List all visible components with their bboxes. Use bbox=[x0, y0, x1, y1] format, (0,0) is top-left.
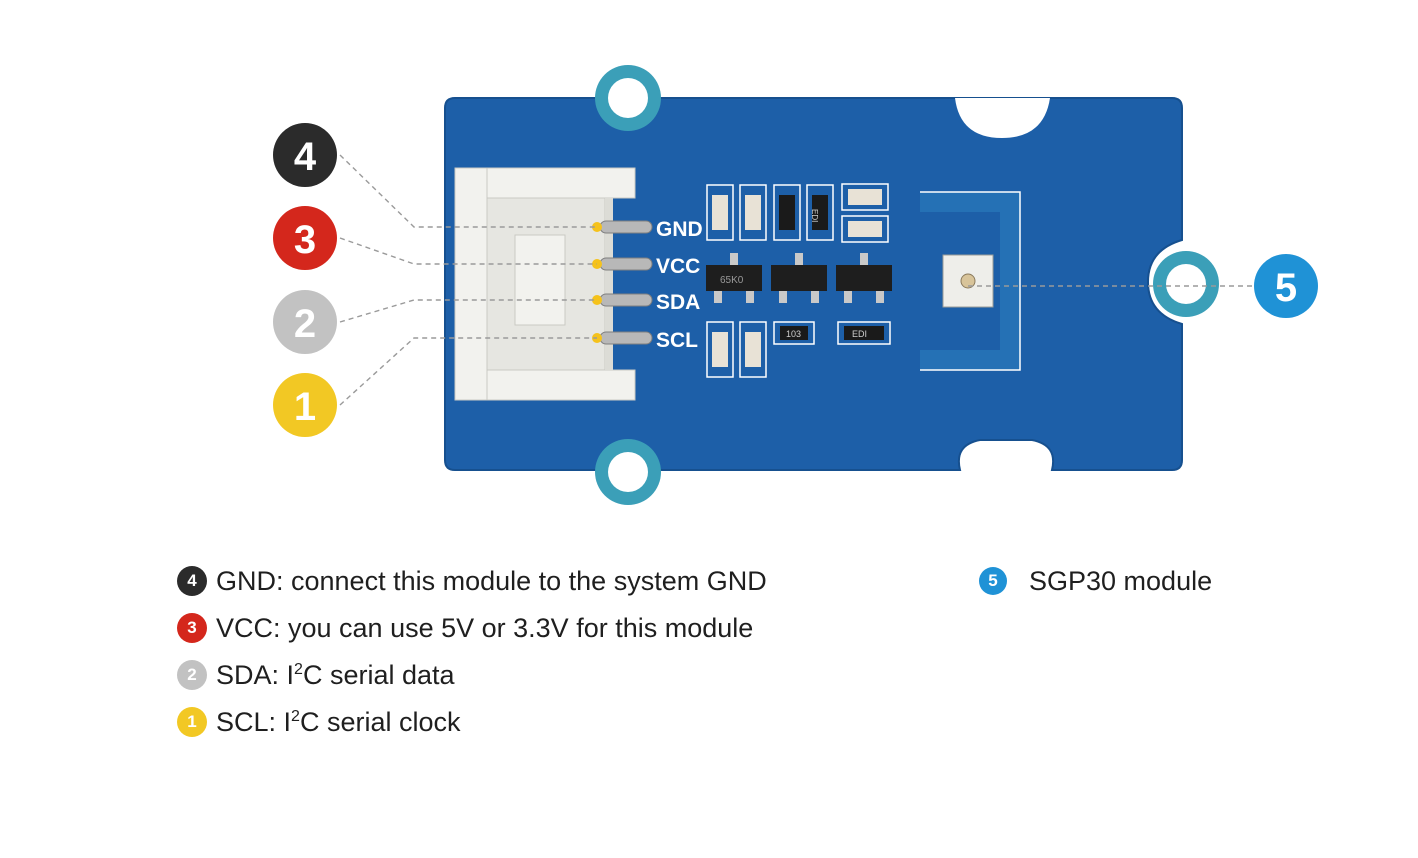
legend-badge-4: 4 bbox=[177, 566, 207, 596]
mounting-hole-top bbox=[595, 65, 661, 131]
sensor-board-diagram: GND VCC SDA SCL 65K0 bbox=[273, 65, 1318, 505]
resistor-marking-edi: EDI bbox=[852, 329, 867, 339]
mounting-hole-right bbox=[1153, 251, 1219, 317]
resistor-marking-edi-2: EDI bbox=[810, 209, 819, 222]
smd-components bbox=[706, 183, 891, 378]
svg-text:1: 1 bbox=[294, 385, 316, 429]
svg-text:2: 2 bbox=[294, 302, 316, 346]
pin-label-gnd: GND bbox=[656, 218, 703, 241]
callout-badge-4: 4 bbox=[273, 123, 337, 187]
legend-text-gnd: GND: connect this module to the system G… bbox=[216, 565, 767, 596]
sot-components bbox=[706, 253, 892, 303]
mounting-hole-bottom bbox=[595, 439, 661, 505]
legend-badge-3: 3 bbox=[177, 613, 207, 643]
legend-item-scl: 1 SCL: I2C serial clock bbox=[177, 705, 460, 739]
pin-label-vcc: VCC bbox=[656, 255, 700, 278]
pin-label-scl: SCL bbox=[656, 329, 698, 352]
svg-text:4: 4 bbox=[294, 135, 317, 179]
pin-label-sda: SDA bbox=[656, 291, 700, 314]
legend-badge-1: 1 bbox=[177, 707, 207, 737]
callout-badge-2: 2 bbox=[273, 290, 337, 354]
regulator-marking: 65K0 bbox=[720, 275, 744, 286]
svg-text:5: 5 bbox=[1275, 266, 1297, 310]
callout-badge-5: 5 bbox=[1254, 254, 1318, 318]
legend-badge-5: 5 bbox=[979, 567, 1007, 595]
leader-lines bbox=[339, 154, 1254, 406]
callout-badge-3: 3 bbox=[273, 206, 337, 270]
legend-badge-2: 2 bbox=[177, 660, 207, 690]
legend-text-sgp30: SGP30 module bbox=[1029, 565, 1213, 596]
legend-item-sda: 2 SDA: I2C serial data bbox=[177, 658, 455, 692]
sgp30-sensor-area bbox=[920, 191, 1021, 371]
svg-text:3: 3 bbox=[294, 218, 316, 262]
legend-item-sgp30: 5 SGP30 module bbox=[979, 564, 1212, 598]
grove-connector bbox=[454, 167, 636, 401]
legend-text-sda: SDA: I2C serial data bbox=[216, 659, 455, 690]
legend-text-vcc: VCC: you can use 5V or 3.3V for this mod… bbox=[216, 612, 754, 643]
legend-item-gnd: 4 GND: connect this module to the system… bbox=[177, 564, 767, 598]
resistor-marking-103: 103 bbox=[786, 329, 801, 339]
legend-text-scl: SCL: I2C serial clock bbox=[216, 706, 461, 737]
legend-item-vcc: 3 VCC: you can use 5V or 3.3V for this m… bbox=[177, 611, 753, 645]
callout-badge-1: 1 bbox=[273, 373, 337, 437]
smd-resistor-bodies bbox=[712, 189, 884, 367]
